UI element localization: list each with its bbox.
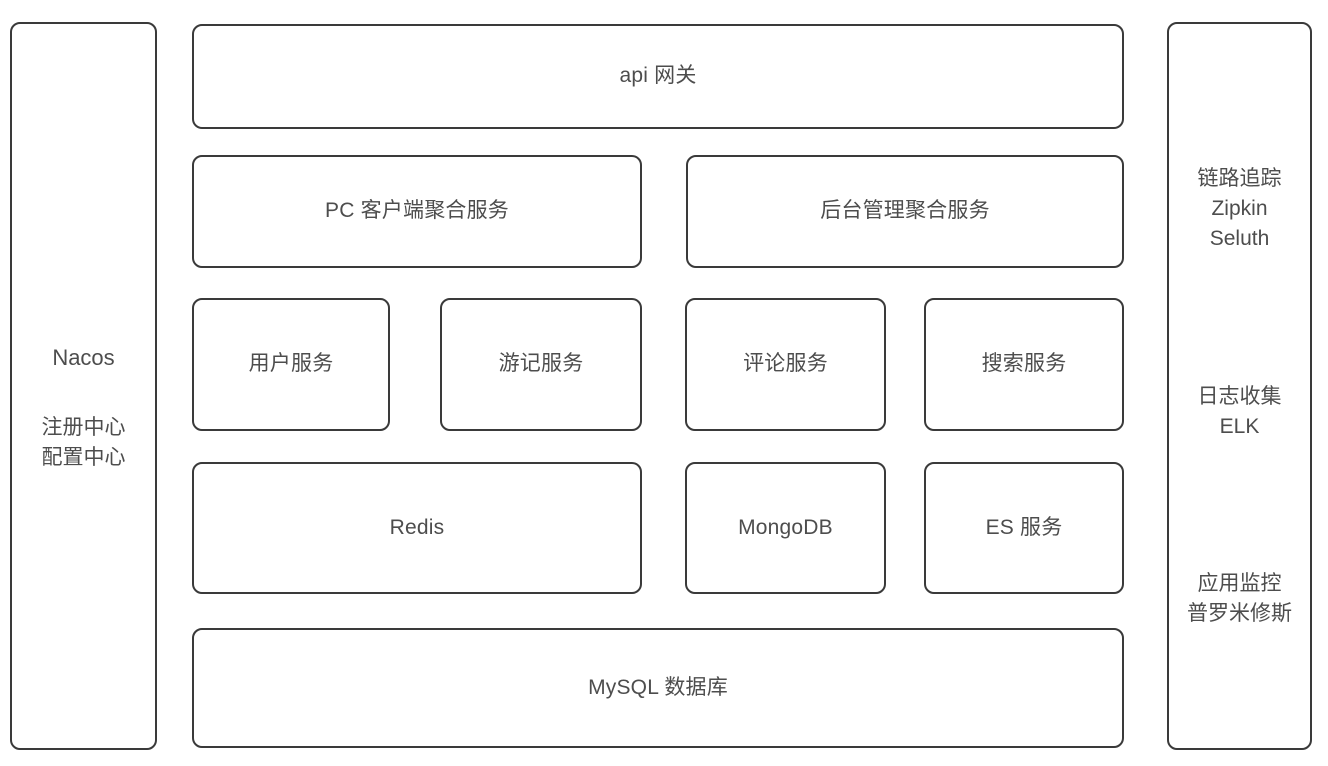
- node-label: ES 服务: [985, 515, 1063, 539]
- monitoring-group: 应用监控 普罗米修斯: [1187, 572, 1292, 625]
- node-label: MongoDB: [738, 515, 833, 539]
- node-label: 后台管理聚合服务: [820, 199, 990, 223]
- node-es-service[interactable]: ES 服务: [924, 462, 1124, 594]
- node-label: 游记服务: [498, 352, 584, 376]
- node-user-service[interactable]: 用户服务: [192, 298, 390, 431]
- node-label: Redis: [389, 515, 445, 539]
- node-pc-client-aggregation[interactable]: PC 客户端聚合服务: [192, 155, 642, 268]
- node-comment-service[interactable]: 评论服务: [685, 298, 886, 431]
- node-mysql-database[interactable]: MySQL 数据库: [192, 628, 1124, 748]
- left-panel-nacos: Nacos 注册中心 配置中心: [10, 22, 157, 750]
- node-label: api 网关: [619, 64, 697, 88]
- node-label: 用户服务: [248, 352, 334, 376]
- node-label: 搜索服务: [981, 352, 1067, 376]
- node-api-gateway[interactable]: api 网关: [192, 24, 1124, 129]
- right-panel-observability: 链路追踪 Zipkin Seluth 日志收集 ELK 应用监控 普罗米修斯: [1167, 22, 1312, 750]
- logging-group: 日志收集 ELK: [1197, 385, 1282, 438]
- node-redis[interactable]: Redis: [192, 462, 642, 594]
- node-label: 评论服务: [743, 352, 828, 376]
- nacos-title: Nacos: [52, 345, 115, 370]
- node-label: MySQL 数据库: [588, 675, 728, 699]
- node-search-service[interactable]: 搜索服务: [924, 298, 1124, 431]
- tracing-group: 链路追踪 Zipkin Seluth: [1197, 167, 1282, 250]
- node-travelnote-service[interactable]: 游记服务: [440, 298, 642, 431]
- node-admin-aggregation[interactable]: 后台管理聚合服务: [686, 155, 1124, 268]
- node-label: PC 客户端聚合服务: [324, 199, 509, 223]
- node-mongodb[interactable]: MongoDB: [685, 462, 886, 594]
- nacos-roles: 注册中心 配置中心: [41, 416, 126, 469]
